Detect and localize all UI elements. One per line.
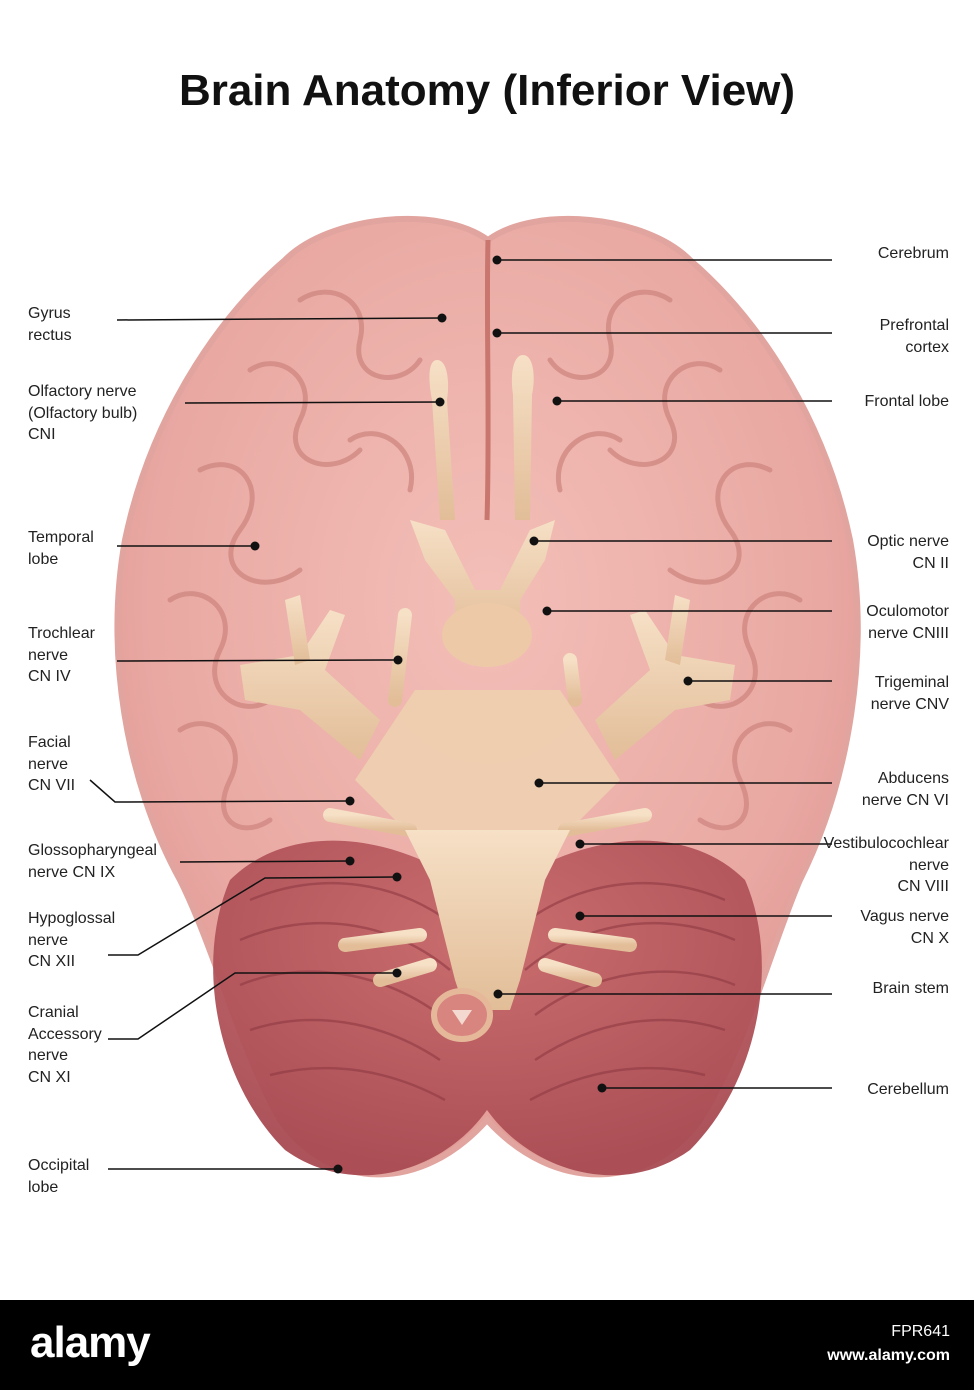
label-cerebrum: Cerebrum <box>877 245 949 262</box>
label-trochlear-nerve: Trochlear nerve CN IV <box>28 625 95 685</box>
brain-illustration <box>89 216 861 1178</box>
alamy-logo: alamy <box>30 1318 151 1367</box>
label-vagus-nerve: Vagus nerve CN X <box>860 908 949 947</box>
label-optic-nerve: Optic nerve CN II <box>867 533 949 572</box>
label-occipital-lobe: Occipital lobe <box>28 1157 90 1196</box>
trigeminal-left <box>240 610 380 760</box>
olfactory-tract-left <box>429 360 455 520</box>
label-prefrontal-cortex: Prefrontal cortex <box>879 317 949 356</box>
label-glossopharyngeal-nerve: Glossopharyngeal nerve CN IX <box>28 842 157 881</box>
label-frontal-lobe: Frontal lobe <box>864 393 950 410</box>
footer-url[interactable]: www.alamy.com <box>827 1347 950 1364</box>
olfactory-tract-right <box>511 355 534 520</box>
image-id: FPR641 <box>891 1323 950 1340</box>
label-olfactory-nerve: Olfactory nerve (Olfactory bulb) CNI <box>28 383 138 443</box>
label-cerebellum: Cerebellum <box>867 1081 949 1098</box>
longitudinal-fissure <box>484 239 491 521</box>
label-gyrus-rectus: Gyrus rectus <box>28 305 72 344</box>
label-hypoglossal-nerve: Hypoglossal nerve CN XII <box>28 910 116 970</box>
label-trigeminal-nerve: Trigeminal nerve CNV <box>870 674 949 713</box>
label-facial-nerve: Facial nerve CN VII <box>28 734 76 794</box>
label-temporal-lobe: Temporal lobe <box>28 529 94 568</box>
label-oculomotor-nerve: Oculomotor nerve CNIII <box>866 603 949 642</box>
trigeminal-right <box>595 610 735 760</box>
brain-stem <box>405 830 570 1010</box>
optic-chiasm <box>410 520 555 640</box>
page-title: Brain Anatomy (Inferior View) <box>178 66 796 115</box>
pons <box>355 690 620 830</box>
pituitary <box>442 603 532 667</box>
label-cranial-accessory-nerve: Cranial Accessory nerve CN XI <box>28 1004 102 1086</box>
label-brain-stem: Brain stem <box>872 980 949 997</box>
footer-bar: alamy FPR641 www.alamy.com <box>0 1300 974 1390</box>
label-abducens-nerve: Abducens nerve CN VI <box>861 770 949 809</box>
label-vestibulocochlear-nerve: Vestibulocochlear nerve CN VIII <box>823 835 949 895</box>
